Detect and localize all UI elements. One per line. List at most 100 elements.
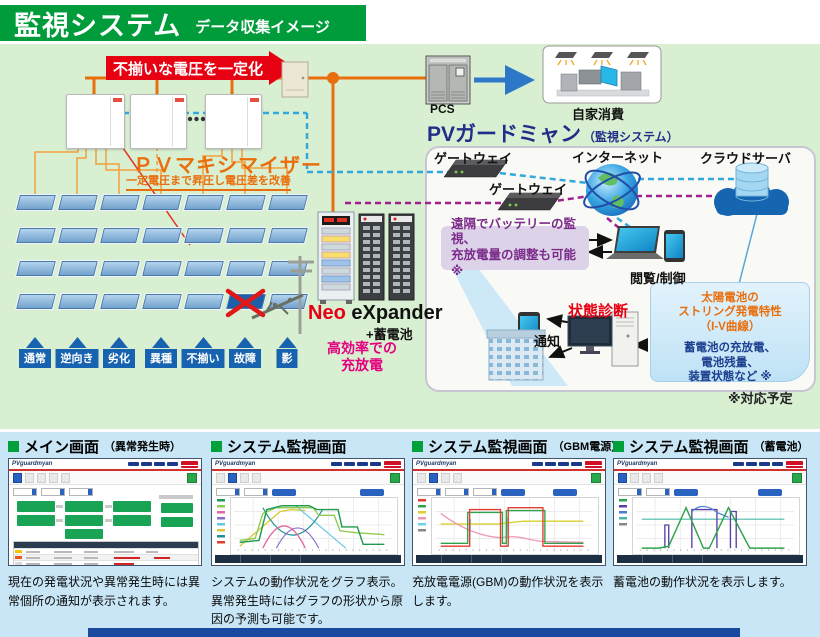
page-title: 監視システム [14,10,182,41]
solar-panel [266,227,310,244]
toolbar-icons [413,471,605,485]
notice-label: 通知 [534,334,561,349]
solar-panel [56,260,100,277]
maximizer-unit-3 [205,94,262,149]
status-table [13,541,199,565]
voltage-banner: 不揃いな電圧を一定化 [106,56,270,80]
iv-info-box: 太陽電池の ストリング発電特性 （I-V曲線） 蓄電池の充放電、 電池残量、 装… [650,282,810,383]
solar-panel [224,260,268,277]
nav-buttons [331,462,381,466]
neo-expander-label: Neo eXpander [308,302,443,325]
pcs-label: PCS [430,102,455,116]
screen-card-battery: システム監視画面 （蓄電池） PVguardmyan [613,438,810,592]
header-rule [9,469,201,471]
screen3-heading: システム監視画面 （GBM電源） [412,438,622,456]
expander-battery-label: +蓄電池 [366,327,413,342]
voltage-banner-label: 不揃いな電圧を一定化 [112,60,263,78]
screenshot-gbm: PVguardmyan [412,458,606,566]
screen4-heading: システム監視画面 （蓄電池） [613,438,810,456]
guard-title-text: PVガードミャン [427,123,582,146]
screen3-suffix: （GBM電源） [552,441,623,453]
screen3-caption: 充放電電源(GBM)の動作状況を表示します。 [412,575,604,608]
condition-tag: 通常 [19,349,51,368]
app-logo: PVguardmyan [215,461,256,467]
solar-panel [98,293,142,310]
solar-panel [224,194,268,211]
screen4-title: システム監視画面 [629,438,749,456]
solar-panel [140,293,184,310]
header-rule [413,469,605,471]
solar-panel [98,260,142,277]
maximizer-unit-2 [130,94,187,149]
filter-row [13,488,93,496]
solar-panel [182,293,226,310]
bullet-square-icon [613,440,624,452]
bullet-square-icon [211,440,222,452]
screen3-title: システム監視画面 [428,438,548,456]
remote-note-line2: 充放電量の調整も可能 ※ [451,248,577,278]
cloud-server-label: クラウドサーバ [700,151,791,166]
app-logo: PVguardmyan [416,461,457,467]
expander-efficiency-label: 高効率での 充放電 [314,340,410,374]
solar-panel [14,293,58,310]
brand-logo [384,460,401,468]
solar-panel [140,260,184,277]
screenshot-footer [416,555,602,563]
screen4-caption: 蓄電池の動作状況を表示します。 [613,575,792,589]
system-chart [233,498,393,552]
solar-panel [140,194,184,211]
neo-brand-text: Neo [308,302,346,324]
footer-strip [88,628,740,637]
solar-panel [14,260,58,277]
solar-panel [14,194,58,211]
screen4-suffix: （蓄電池） [753,441,809,453]
screen-card-system: システム監視画面 PVguardmyan [211,438,408,629]
chart-area [614,497,806,555]
toolbar-icons [9,471,201,485]
batt-line3: 装置状態など ※ [688,370,772,383]
screen1-heading: メイン画面 （異常発生時） [8,438,205,456]
screenshot-system: PVguardmyan [211,458,405,566]
solar-panel [14,227,58,244]
solar-panel [182,227,226,244]
expander-product-text: eXpander [351,302,443,324]
screen2-title: システム監視画面 [227,438,347,456]
screen1-title: メイン画面 [24,438,100,456]
screenshot-battery: PVguardmyan [613,458,807,566]
iv-line3: （I-V曲線） [699,320,761,333]
brand-logo [786,460,803,468]
gbm-chart [434,498,594,552]
page-title-bar: 監視システム データ収集イメージ [0,5,366,41]
chart-legend [619,499,627,526]
app-logo: PVguardmyan [617,461,658,467]
solar-panel [224,227,268,244]
batt-line2: 電池残量、 [701,356,759,369]
nav-buttons [733,462,783,466]
guard-title: PVガードミャン（監視システム） [427,118,679,148]
condition-tag: 不揃い [181,349,225,368]
condition-tag: 異種 [145,349,177,368]
chart-legend [217,499,225,544]
guard-title-suffix: （監視システム） [583,130,679,144]
filter-row [216,488,384,496]
screen-card-main: メイン画面 （異常発生時） PVguardmyan [8,438,205,610]
nav-buttons [532,462,582,466]
footnote: ※対応予定 [728,391,793,406]
view-control-label: 閲覧/制御 [630,271,686,286]
toolbar-icons [212,471,404,485]
maximizer-unit-1 [66,94,125,149]
solar-panel [266,293,310,310]
self-consumption-label: 自家消費 [572,107,625,122]
app-logo: PVguardmyan [12,461,53,467]
iv-line2: ストリング発電特性 [678,306,782,319]
brand-logo [585,460,602,468]
solar-panel [140,227,184,244]
chart-area [413,497,605,555]
nav-buttons [128,462,178,466]
solar-panel [224,293,268,310]
solar-panel [56,293,100,310]
batt-line1: 蓄電池の充放電、 [684,342,776,355]
solar-panel [266,260,310,277]
solar-panel [266,194,310,211]
